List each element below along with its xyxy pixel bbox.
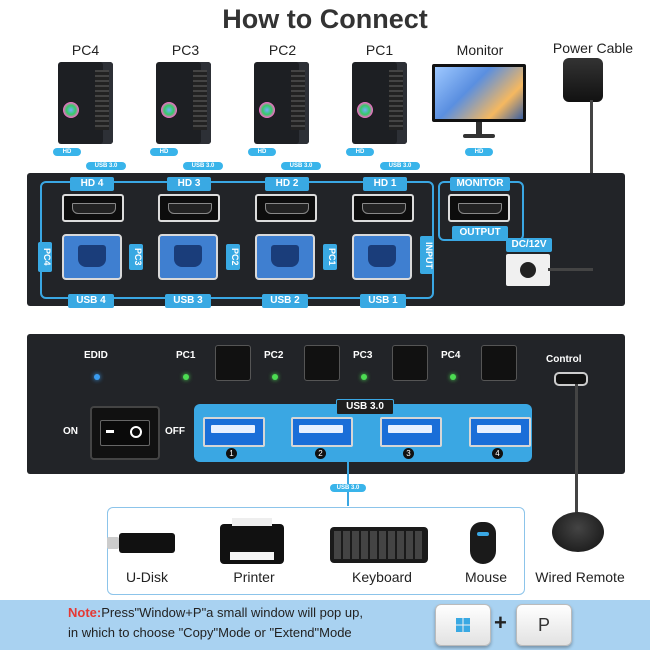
hd3-label: HD 3 (167, 177, 211, 191)
edid-led (94, 374, 100, 380)
dc-label: DC/12V (506, 238, 552, 252)
printer-label: Printer (233, 569, 275, 585)
hdmi-port-icon (158, 194, 220, 222)
control-port-icon (554, 372, 588, 386)
pc1-label: PC1 (365, 42, 394, 58)
note-line-1: Note:Press"Window+P"a small window will … (68, 605, 363, 620)
pc3-button-label: PC3 (353, 350, 373, 361)
output-label: OUTPUT (452, 226, 508, 240)
usb-port-number: 4 (492, 448, 503, 459)
hd2-label: HD 2 (265, 177, 309, 191)
usb-b-port-icon (352, 234, 412, 280)
usb1-label: USB 1 (360, 294, 406, 308)
monitor-hdmi-port-icon (448, 194, 510, 222)
usb-b-port-icon (62, 234, 122, 280)
on-label: ON (63, 426, 78, 437)
monitor-icon (432, 64, 526, 122)
pc3-led (361, 374, 367, 380)
side-pc3-label: PC3 (129, 244, 143, 270)
pc3-select-button[interactable] (392, 345, 428, 381)
u-disk-icon (107, 533, 175, 553)
pc2-button-label: PC2 (264, 350, 284, 361)
usb-cable-tag: USB 3.0 (86, 162, 126, 170)
wired-remote-label: Wired Remote (535, 569, 625, 585)
side-pc2-label: PC2 (226, 244, 240, 270)
pc2-select-button[interactable] (304, 345, 340, 381)
edid-label: EDID (84, 350, 108, 361)
usb-port-number: 2 (315, 448, 326, 459)
hdmi-port-icon (255, 194, 317, 222)
wired-remote-icon (552, 512, 604, 552)
power-cable-label: Power Cable (552, 40, 634, 56)
usb-a-port-icon (203, 417, 265, 447)
pc1-tower-icon (352, 62, 407, 144)
remote-cable-line (575, 384, 578, 514)
monitor-cable-tag: HD (465, 148, 493, 156)
hd4-label: HD 4 (70, 177, 114, 191)
note-line-2: in which to choose "Copy"Mode or "Extend… (68, 625, 352, 640)
usb-port-number: 3 (403, 448, 414, 459)
pc2-led (272, 374, 278, 380)
usb2-label: USB 2 (262, 294, 308, 308)
hub-usb-tag: USB 3.0 (330, 484, 366, 492)
power-switch[interactable] (90, 406, 160, 460)
monitor-label: Monitor (456, 42, 504, 58)
hdmi-port-icon (62, 194, 124, 222)
usb-a-port-icon (291, 417, 353, 447)
pc1-select-button[interactable] (215, 345, 251, 381)
usb4-label: USB 4 (68, 294, 114, 308)
mouse-label: Mouse (464, 569, 508, 585)
control-label: Control (546, 354, 582, 365)
pc4-led (450, 374, 456, 380)
usb3-label: USB 3 (165, 294, 211, 308)
usb-b-port-icon (255, 234, 315, 280)
hd-cable-tag: HD (150, 148, 178, 156)
note-prefix: Note: (68, 605, 102, 620)
pc3-label: PC3 (171, 42, 200, 58)
hd-cable-tag: HD (346, 148, 374, 156)
mouse-icon (470, 522, 496, 564)
hdmi-port-icon (352, 194, 414, 222)
devices-box (107, 507, 525, 595)
dc-jack-icon (506, 254, 550, 286)
pc1-button-label: PC1 (176, 350, 196, 361)
page-title: How to Connect (222, 4, 428, 34)
pc1-led (183, 374, 189, 380)
side-pc4-label: PC4 (38, 242, 52, 272)
usb-b-port-icon (158, 234, 218, 280)
pc2-label: PC2 (268, 42, 297, 58)
usb-cable-tag: USB 3.0 (183, 162, 223, 170)
pc4-tower-icon (58, 62, 113, 144)
usb-cable-tag: USB 3.0 (380, 162, 420, 170)
usb-a-port-icon (380, 417, 442, 447)
usb-a-port-icon (469, 417, 531, 447)
plus-sign: + (494, 610, 507, 635)
usb-port-number: 1 (226, 448, 237, 459)
hd-cable-tag: HD (53, 148, 81, 156)
p-key-icon: P (516, 604, 572, 646)
u-disk-label: U-Disk (126, 569, 168, 585)
hd-cable-tag: HD (248, 148, 276, 156)
pc4-label: PC4 (71, 42, 100, 58)
pc4-select-button[interactable] (481, 345, 517, 381)
usb3-label: USB 3.0 (336, 399, 394, 415)
side-pc1-label: PC1 (323, 244, 337, 270)
note-text-1: Press"Window+P"a small window will pop u… (101, 605, 363, 620)
usb-cable-tag: USB 3.0 (281, 162, 321, 170)
keyboard-label: Keyboard (352, 569, 412, 585)
power-adapter-icon (563, 58, 603, 102)
off-label: OFF (165, 426, 185, 437)
pc2-tower-icon (254, 62, 309, 144)
keyboard-icon (330, 527, 428, 563)
pc3-tower-icon (156, 62, 211, 144)
pc4-button-label: PC4 (441, 350, 461, 361)
monitor-port-label: MONITOR (450, 177, 510, 191)
printer-icon (220, 518, 284, 564)
windows-key-icon (435, 604, 491, 646)
hd1-label: HD 1 (363, 177, 407, 191)
input-label: INPUT (420, 236, 434, 274)
